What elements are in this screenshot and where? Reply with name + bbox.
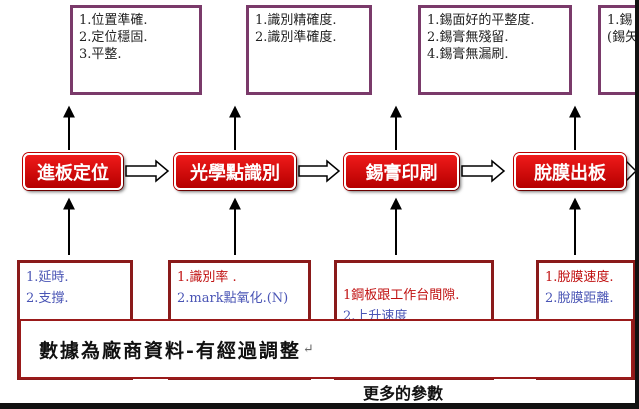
bottom-box-4-line-1: 1.脫膜速度. xyxy=(545,270,614,285)
top-box-1-line-3: 3.平整. xyxy=(79,47,122,62)
note-banner: 數據為廠商資料-有經過調整↵ xyxy=(19,319,633,379)
note-text: 數據為廠商資料-有經過調整 xyxy=(39,339,301,362)
top-box-1-line-2: 2.定位穩固. xyxy=(79,30,148,45)
stage-demolding-output: 脫膜出板 xyxy=(514,153,626,190)
bottom-box-2-line-2: 2.mark點氧化.(N) xyxy=(177,291,289,306)
top-box-1-line-1: 1.位置準確. xyxy=(79,13,148,28)
top-box-4-line-2: (錫矢 xyxy=(607,30,639,45)
top-box-1: 1.位置準確. 2.定位穩固. 3.平整. xyxy=(70,5,202,95)
stage-solder-paste-printing: 錫膏印刷 xyxy=(344,153,459,190)
bottom-box-1-line-1: 1.延時. xyxy=(26,270,69,285)
bottom-box-2-line-1: 1.識別率 . xyxy=(177,270,237,285)
frame-border-right xyxy=(635,0,639,409)
bottom-box-3-line-1: 1鋼板跟工作台間隙. xyxy=(343,288,460,303)
stage-4-label: 脫膜出板 xyxy=(534,162,606,184)
top-box-3-line-3: 4.錫膏無漏刷. xyxy=(427,47,509,62)
stage-optical-recognition: 光學點識別 xyxy=(174,153,296,190)
top-box-4-line-1: 1.錫 xyxy=(607,13,633,28)
stage-3-label: 錫膏印刷 xyxy=(365,162,438,184)
bottom-box-1-line-2: 2.支撐. xyxy=(26,291,69,306)
more-parameters-text: 更多的參數 xyxy=(362,384,443,403)
paragraph-mark-icon: ↵ xyxy=(302,341,316,357)
top-box-4: 1.錫 (錫矢 xyxy=(598,5,639,95)
top-box-2: 1.識別精確度. 2.識別準確度. xyxy=(246,5,372,95)
frame-border-bottom xyxy=(0,403,639,409)
stage-board-positioning: 進板定位 xyxy=(23,153,123,190)
top-box-3: 1.錫面好的平整度. 2.錫膏無殘留. 4.錫膏無漏刷. xyxy=(418,5,572,95)
top-box-2-line-2: 2.識別準確度. xyxy=(255,30,337,45)
stage-2-label: 光學點識別 xyxy=(190,162,280,184)
top-box-2-line-1: 1.識別精確度. xyxy=(255,13,337,28)
stage-1-label: 進板定位 xyxy=(37,162,109,184)
top-box-3-line-2: 2.錫膏無殘留. xyxy=(427,30,509,45)
arrow-right-2 xyxy=(298,159,341,183)
top-box-3-line-1: 1.錫面好的平整度. xyxy=(427,13,535,28)
bottom-box-4-line-2: 2.脫膜距離. xyxy=(545,291,614,306)
arrow-right-3 xyxy=(461,159,506,183)
arrow-right-1 xyxy=(125,159,170,183)
more-parameters-label: 更多的參數 xyxy=(338,380,468,404)
